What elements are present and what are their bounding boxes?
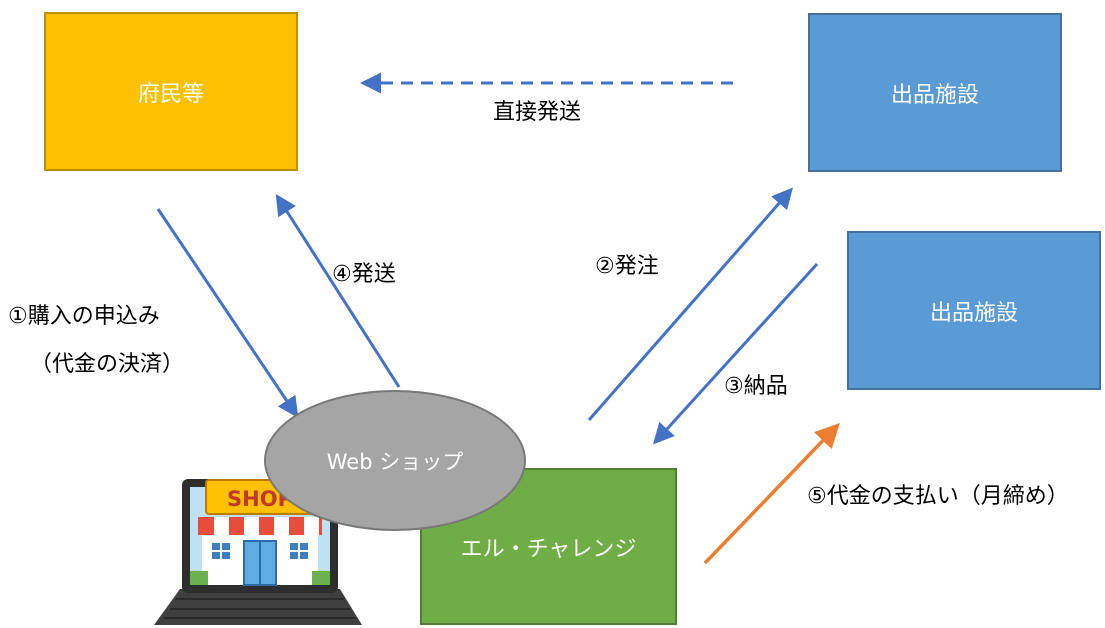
facility-node-top: 出品施設	[808, 13, 1062, 172]
store-door	[243, 540, 277, 586]
store-bush-left	[190, 571, 208, 585]
arrow-delivery	[652, 262, 819, 445]
store-awning	[198, 517, 322, 535]
laptop-keyboard-base	[154, 589, 362, 625]
facility-top-label: 出品施設	[890, 82, 979, 108]
keyboard-keys	[164, 598, 356, 619]
arrow-order	[587, 187, 793, 421]
step2-label: ②発注	[595, 254, 659, 279]
arrow-shipping	[275, 193, 401, 388]
arrow-purchase-request	[156, 208, 299, 418]
step4-label: ④発送	[332, 262, 396, 287]
step3-label: ③納品	[724, 374, 788, 399]
facility-right-label: 出品施設	[929, 300, 1018, 326]
step1-label-line2: （代金の決済）	[30, 352, 185, 377]
store-window-left	[212, 543, 230, 559]
l-challenge-label: エル・チャレンジ	[460, 536, 637, 562]
store-bush-right	[312, 571, 330, 585]
residents-label: 府民等	[137, 81, 204, 107]
web-shop-node: Web ショップ	[264, 390, 526, 531]
web-shop-label: Web ショップ	[326, 449, 464, 474]
step5-label: ⑤代金の支払い（月締め）	[807, 484, 1069, 509]
arrow-payment	[703, 422, 840, 565]
direct-shipping-label: 直接発送	[493, 100, 582, 125]
step1-label-line1: ①購入の申込み	[8, 304, 160, 329]
residents-node: 府民等	[44, 12, 298, 171]
facility-node-right: 出品施設	[847, 231, 1101, 390]
store-window-right	[290, 543, 308, 559]
